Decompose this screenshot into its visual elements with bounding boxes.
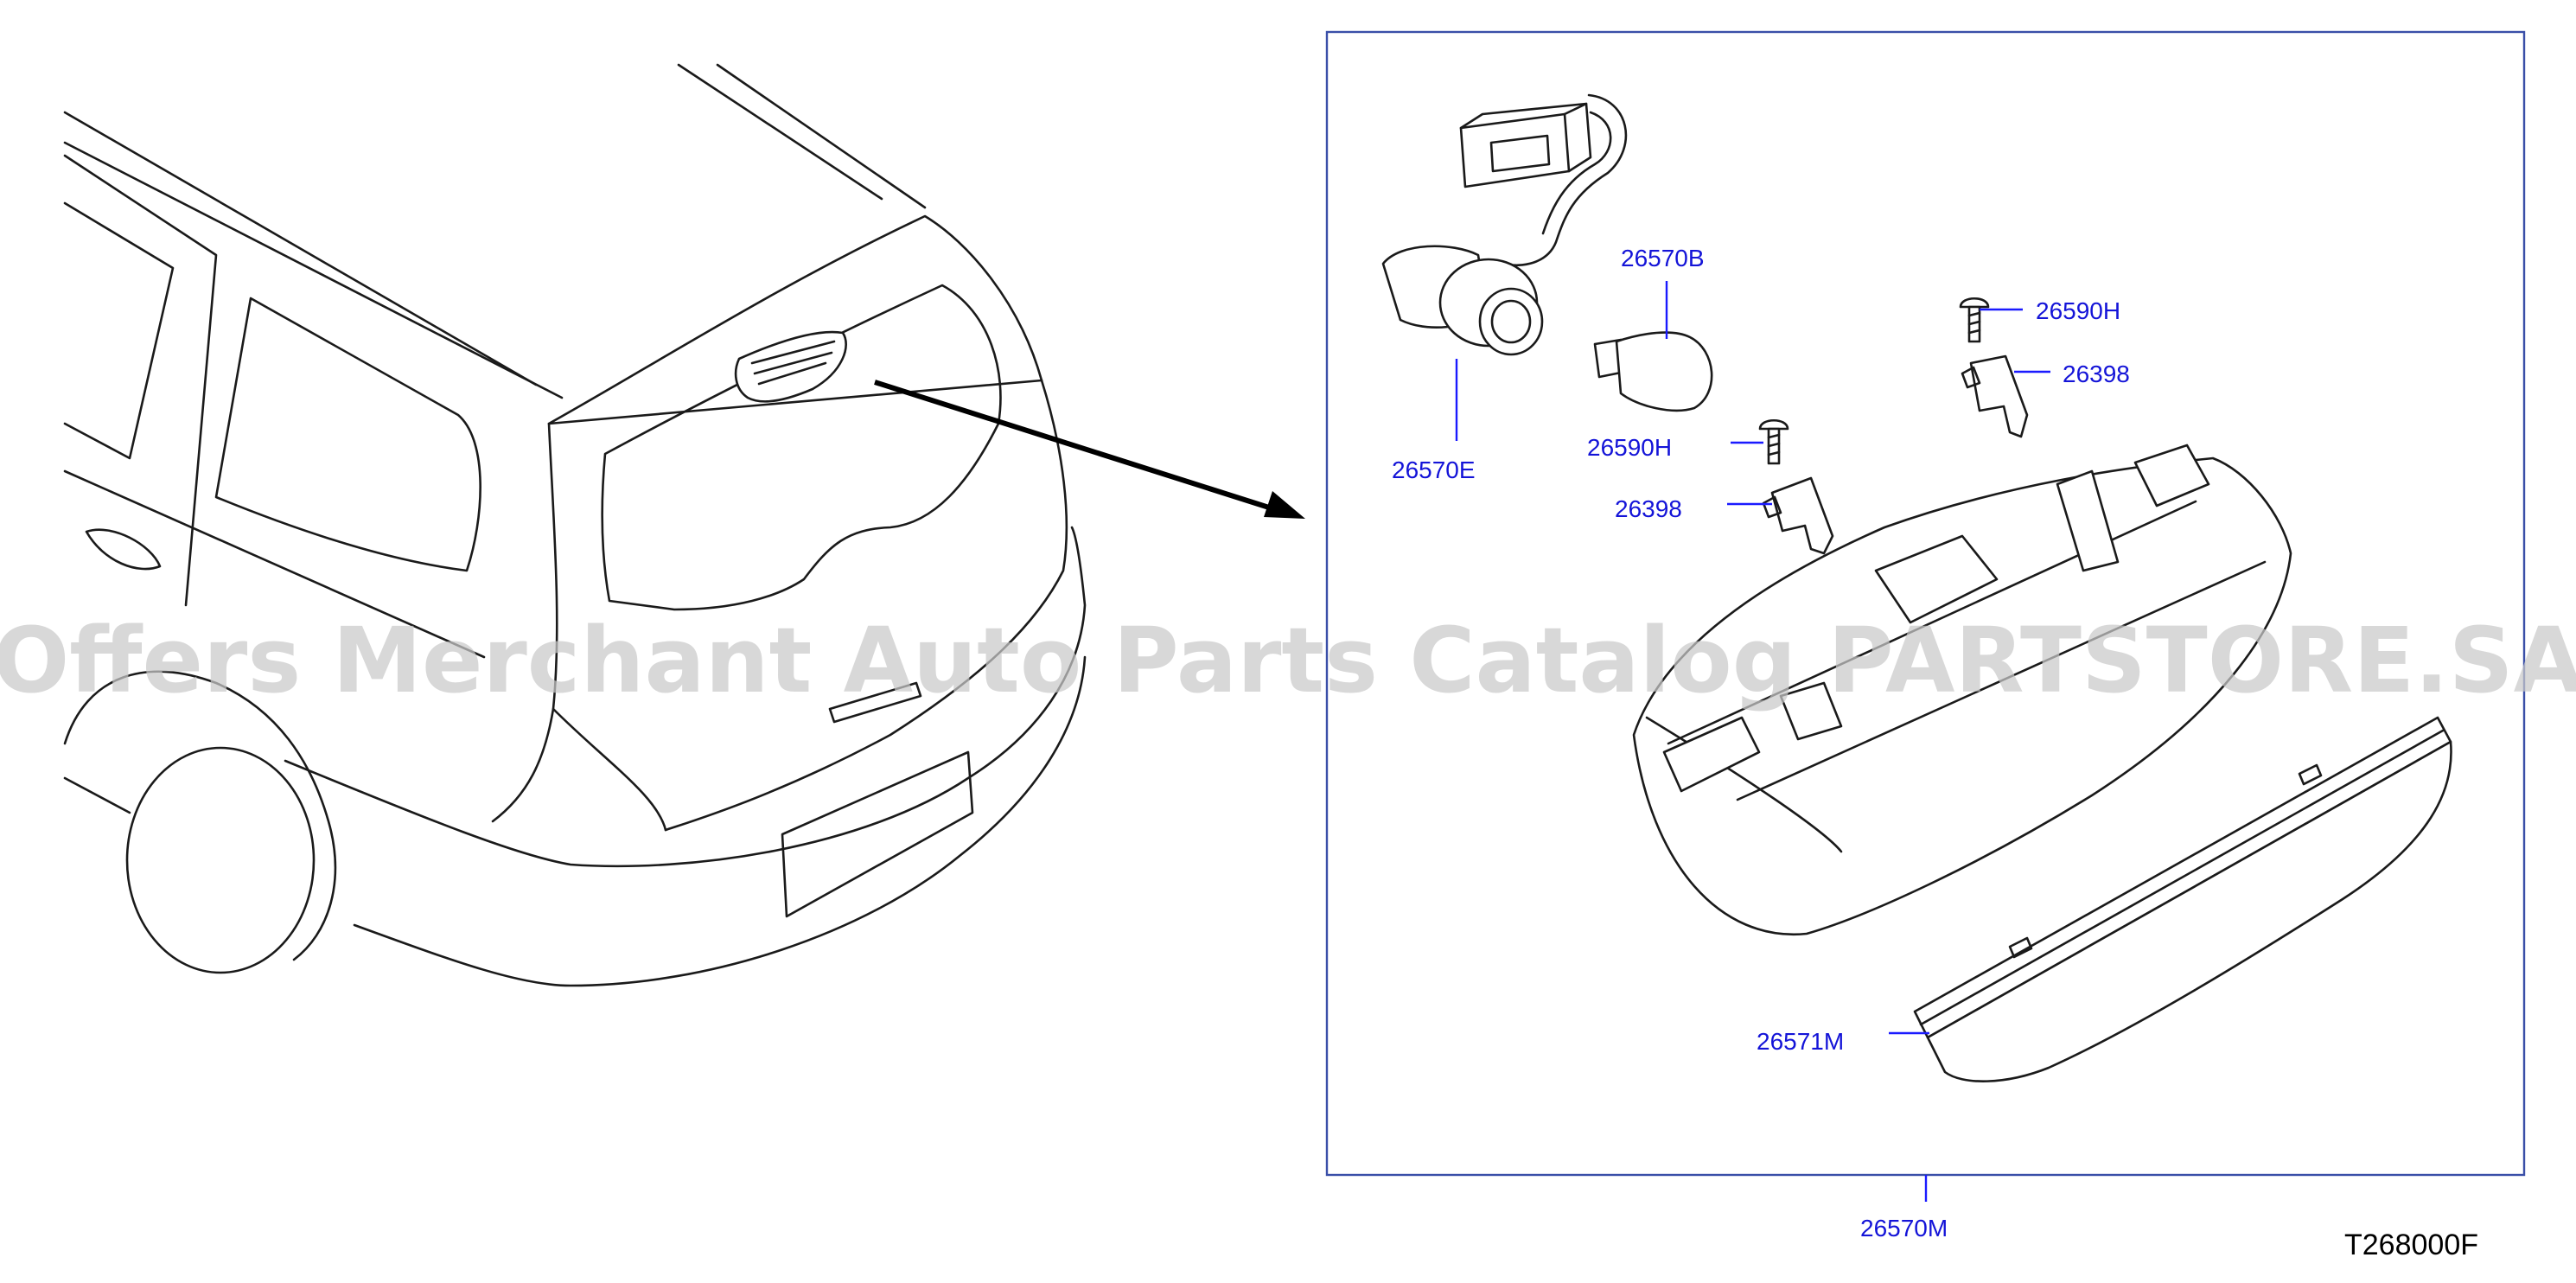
callout-26570e: 26570E <box>1392 456 1476 483</box>
callout-26398-upper: 26398 <box>2063 361 2130 387</box>
lens-part <box>1913 716 2452 1082</box>
bulb-part <box>1593 331 1713 412</box>
callout-26571m: 26571M <box>1757 1028 1844 1055</box>
screw-part-lower <box>1758 418 1789 465</box>
pointer-arrow <box>874 380 1289 516</box>
lamp-housing-part <box>1632 444 2292 936</box>
vehicle-rear-view <box>63 63 1305 987</box>
clip-part-upper <box>1961 354 2029 438</box>
screw-part-upper <box>1959 297 1990 343</box>
drawing-code: T268000F <box>2344 1229 2478 1261</box>
callout-26590h-lower: 26590H <box>1587 434 1672 461</box>
clip-part-lower <box>1762 476 1834 555</box>
leader-lines <box>1455 281 2050 1202</box>
callout-26590h-upper: 26590H <box>2036 297 2120 324</box>
callout-26570b: 26570B <box>1621 245 1705 271</box>
bulb-socket-harness-part <box>1381 93 1628 356</box>
watermark-text: Offers Merchant Auto Parts Catalog PARTS… <box>0 608 2576 713</box>
callout-26398-lower: 26398 <box>1615 495 1682 522</box>
callout-26570m: 26570M <box>1860 1215 1948 1242</box>
